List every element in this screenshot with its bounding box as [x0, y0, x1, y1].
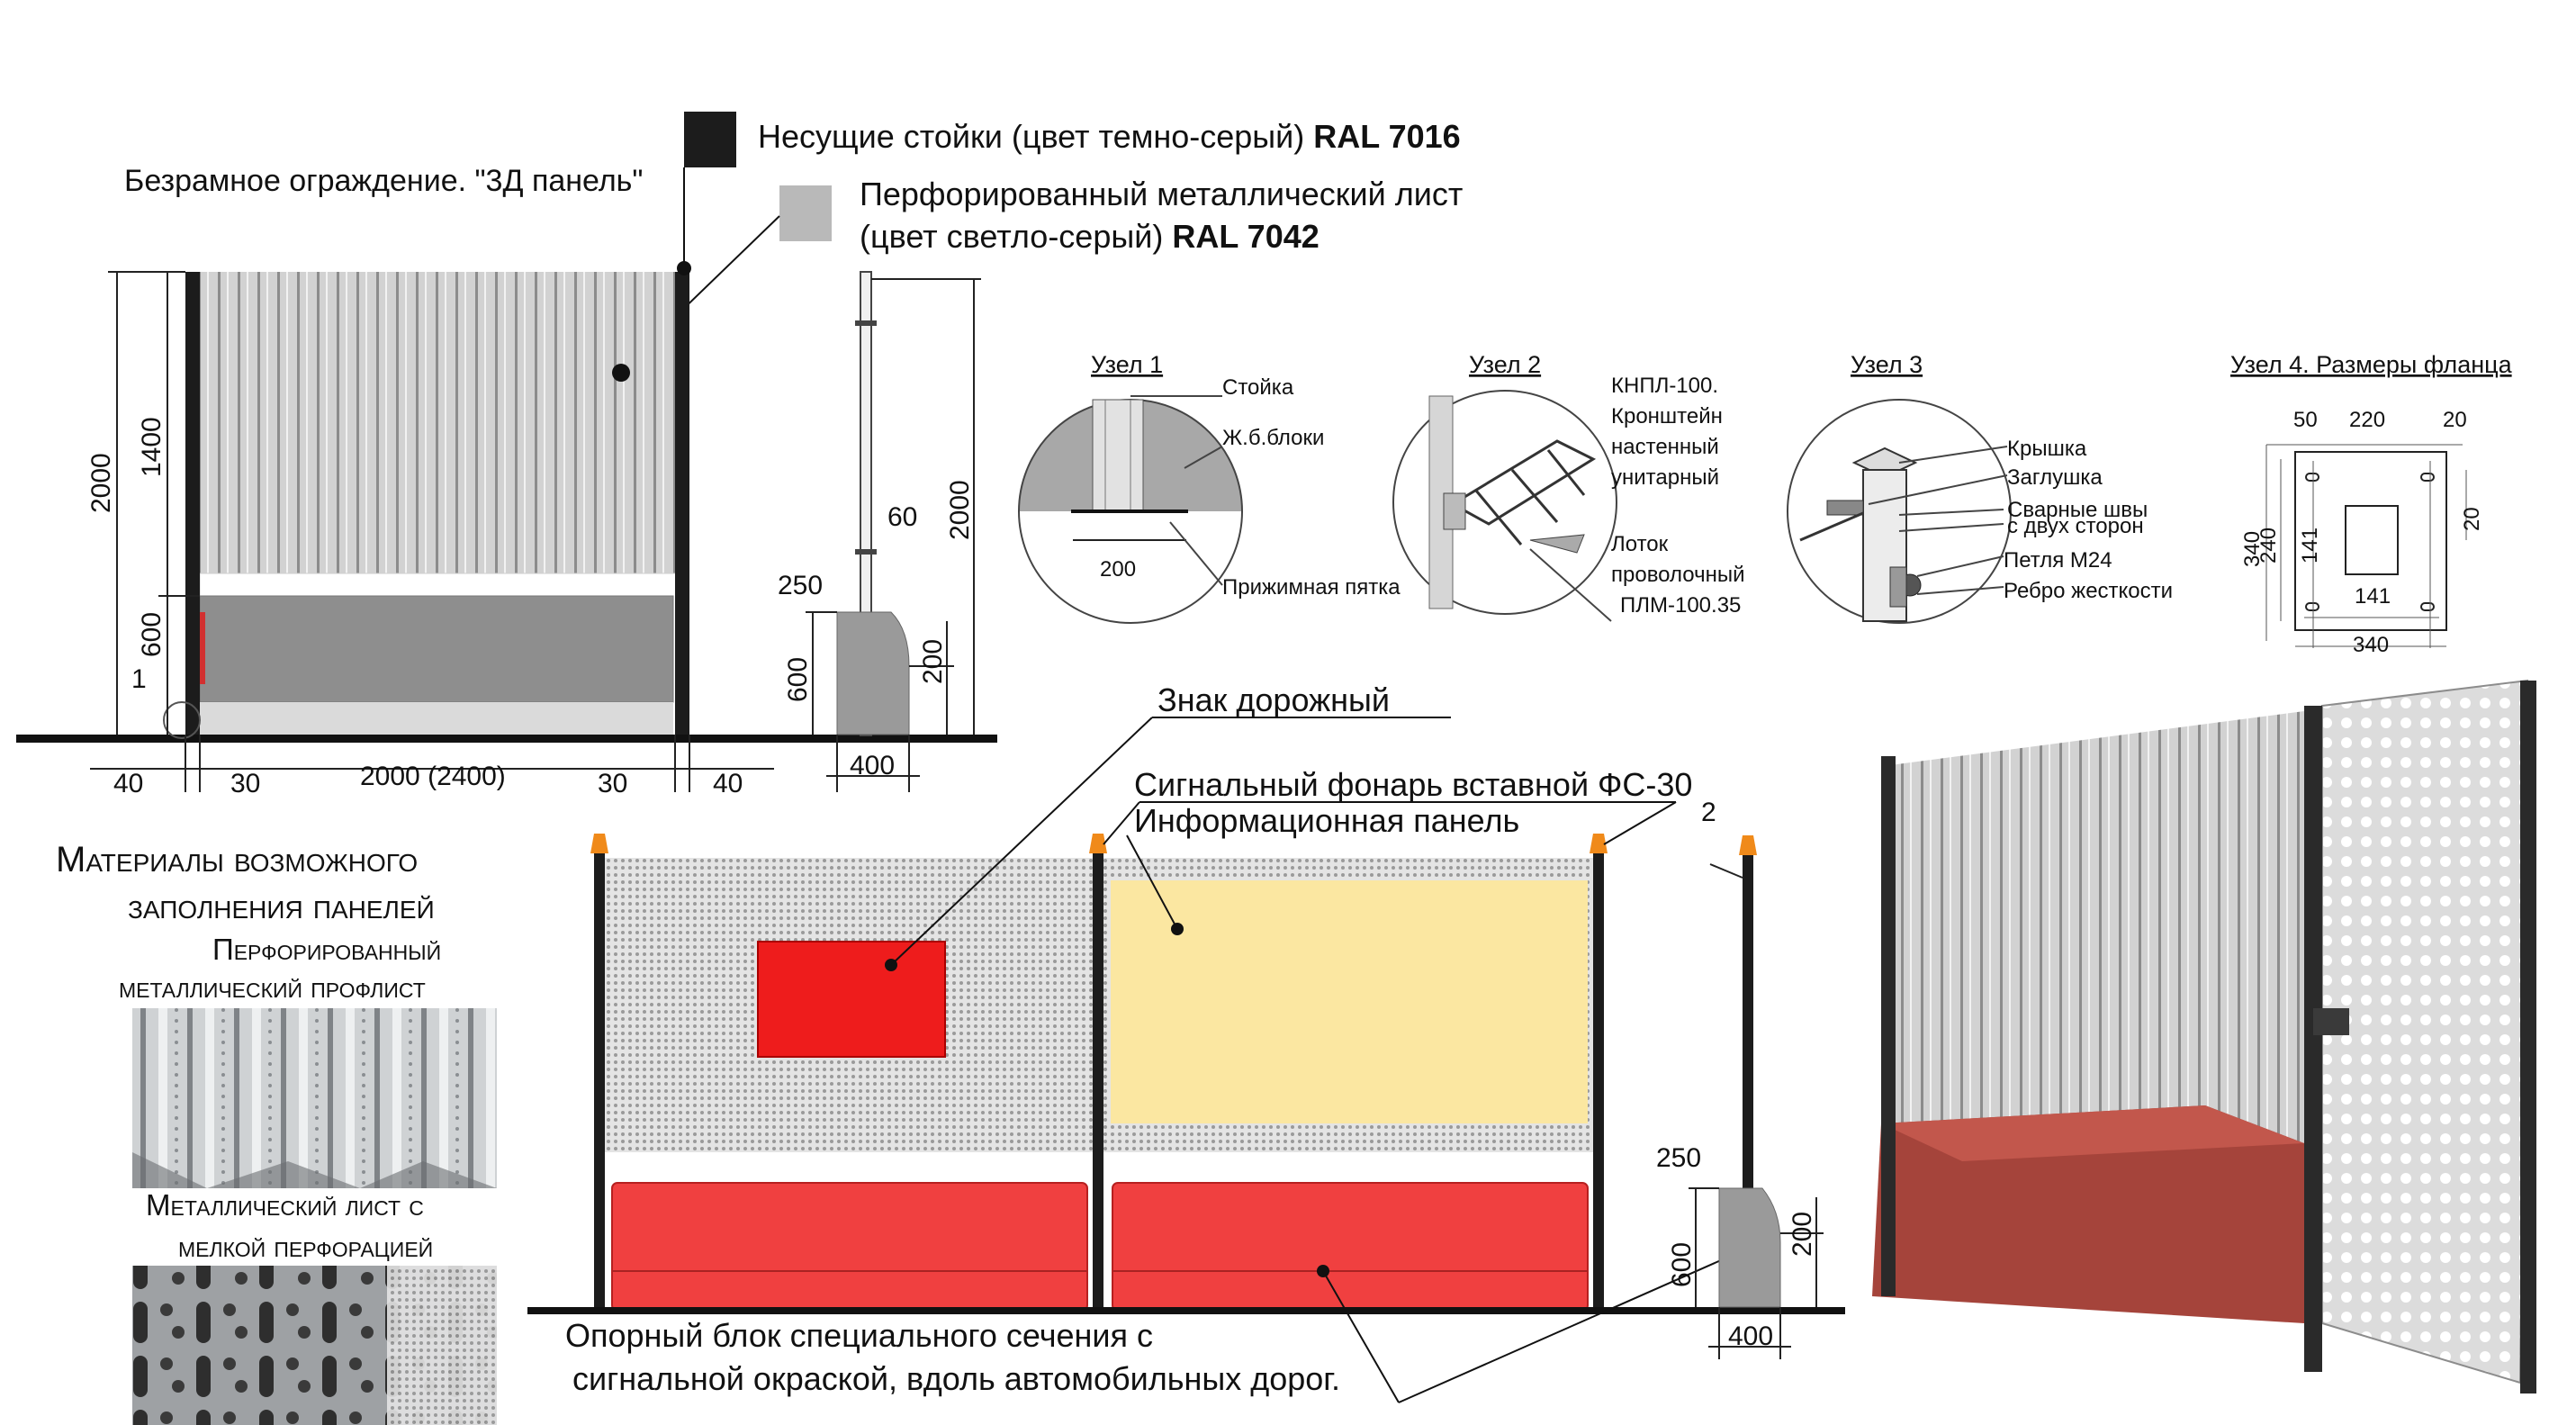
- svg-text:настенный: настенный: [1611, 435, 1719, 459]
- svg-text:200: 200: [1100, 557, 1136, 582]
- dim-w40-left: 40: [113, 769, 143, 798]
- svg-text:Заглушка: Заглушка: [2007, 465, 2103, 490]
- materials-heading-2: заполнения панелей: [128, 887, 435, 926]
- road-post-3: [1593, 853, 1604, 1311]
- side1-dim-600: 600: [783, 657, 813, 702]
- road-dim-200: 200: [1788, 1212, 1817, 1257]
- svg-text:Узел 1: Узел 1: [1091, 351, 1163, 378]
- road-post-1: [594, 853, 605, 1311]
- svg-text:141: 141: [2298, 528, 2322, 564]
- road-post-2: [1093, 853, 1103, 1311]
- svg-text:Узел 3: Узел 3: [1851, 351, 1923, 378]
- side-section-1: 60 2000 250 600 200 400: [778, 271, 981, 792]
- dim-h-panel: 1400: [137, 417, 167, 477]
- fence-post-right: [675, 272, 689, 735]
- node-3-detail: Узел 3 Крышка Заглушка Сварные швы с дву…: [1787, 351, 2173, 624]
- dim-h-total: 2000: [86, 453, 116, 513]
- dim-h-block: 600: [137, 612, 167, 657]
- side1-dim-2000: 2000: [945, 480, 975, 540]
- node-4-detail: Узел 4. Размеры фланца 50 220 20 340 240…: [2230, 351, 2513, 657]
- svg-text:проволочный: проволочный: [1611, 563, 1745, 587]
- material-1-line-2: металлический профлист: [119, 970, 426, 1004]
- svg-text:Петля М24: Петля М24: [2004, 548, 2112, 573]
- side1-dim-400: 400: [850, 751, 895, 780]
- ground-line: [16, 735, 997, 743]
- dim-w30-right: 30: [598, 769, 627, 798]
- legend-light-swatch: [779, 185, 832, 241]
- road-dim-250: 250: [1656, 1143, 1701, 1173]
- legend-dark-swatch: [684, 112, 736, 167]
- svg-text:20: 20: [2443, 408, 2467, 432]
- svg-text:Узел 4. Размеры фланца: Узел 4. Размеры фланца: [2230, 351, 2513, 378]
- side1-dim-250: 250: [778, 571, 823, 600]
- road-info-label: Информационная панель: [1134, 802, 1519, 839]
- road-dim-400: 400: [1728, 1321, 1773, 1351]
- material-1-line-1: Перфорированный: [212, 933, 441, 966]
- material-2-line-2: мелкой перфорацией: [178, 1230, 433, 1263]
- svg-text:КНПЛ-100.: КНПЛ-100.: [1611, 374, 1718, 398]
- material-1-photo: [132, 1008, 497, 1188]
- materials-section: Материалы возможного заполнения панелей …: [56, 840, 497, 1425]
- dim-span: 2000 (2400): [360, 762, 506, 791]
- svg-text:20: 20: [2460, 507, 2484, 531]
- svg-text:с двух сторон: с двух сторон: [2007, 514, 2144, 538]
- dim-w30-left: 30: [230, 769, 260, 798]
- road-block-left: [611, 1182, 1088, 1312]
- svg-text:Стойка: Стойка: [1222, 375, 1294, 400]
- node-1-detail: Узел 1 200 Стойка Ж.б.блоки Прижимная пя…: [1018, 351, 1401, 624]
- svg-text:Сварные швы: Сварные швы: [2007, 498, 2148, 522]
- svg-text:340: 340: [2240, 531, 2265, 567]
- material-2-line-1: Металлический лист с: [146, 1188, 424, 1222]
- fence-post-left: [185, 272, 200, 735]
- svg-text:340: 340: [2353, 633, 2389, 657]
- legend-posts-label: Несущие стойки (цвет темно-серый) RAL 70…: [758, 118, 1461, 155]
- svg-text:141: 141: [2355, 584, 2391, 609]
- legend-sheet-label: Перфорированный металлический лист: [860, 176, 1463, 212]
- node-1-marker: [163, 701, 201, 739]
- road-fence: [527, 834, 1845, 1314]
- road-sign: [757, 941, 946, 1058]
- legend-sheet-label-2: (цвет светло-серый) RAL 7042: [860, 218, 1320, 255]
- fence-perforated-panel: [200, 272, 679, 573]
- svg-text:унитарный: унитарный: [1611, 465, 1719, 490]
- svg-text:220: 220: [2349, 408, 2385, 432]
- svg-text:Лоток: Лоток: [1611, 532, 1669, 556]
- fence-concrete-block: [199, 595, 674, 703]
- svg-text:Узел 2: Узел 2: [1469, 351, 1541, 378]
- road-dim-600: 600: [1667, 1242, 1697, 1287]
- road-lamp-label: Сигнальный фонарь вставной ФС-30: [1134, 766, 1692, 803]
- road-block-right: [1112, 1182, 1589, 1312]
- svg-text:Крышка: Крышка: [2007, 437, 2087, 461]
- svg-text:Прижимная пятка: Прижимная пятка: [1222, 575, 1401, 600]
- road-node-2: 2: [1701, 798, 1716, 827]
- road-info-panel: [1111, 880, 1588, 1123]
- road-sign-label: Знак дорожный: [1157, 681, 1390, 718]
- road-support-line-1: Опорный блок специального сечения с: [565, 1317, 1153, 1354]
- materials-heading-1: Материалы возможного: [56, 840, 418, 879]
- svg-text:Кронштейн: Кронштейн: [1611, 404, 1723, 428]
- fence-3d-render: [1872, 679, 2536, 1393]
- node-2-detail: Узел 2 КНПЛ-100. Кронштейн настенный уни…: [1392, 351, 1745, 622]
- fence-title: Безрамное ограждение. "3Д панель": [124, 164, 643, 198]
- svg-text:Ребро жесткости: Ребро жесткости: [2004, 579, 2173, 603]
- road-support-line-2: сигнальной окраской, вдоль автомобильных…: [572, 1360, 1340, 1397]
- svg-text:Ж.б.блоки: Ж.б.блоки: [1222, 426, 1324, 450]
- side1-dim-200: 200: [918, 639, 948, 684]
- svg-text:240: 240: [2256, 528, 2281, 564]
- dim-w40-right: 40: [713, 769, 743, 798]
- dim-node-1: 1: [131, 664, 147, 694]
- side1-dim-60: 60: [887, 502, 917, 532]
- svg-text:50: 50: [2293, 408, 2318, 432]
- side-section-2: 2 250 600 200 400: [1656, 798, 1824, 1359]
- svg-text:ПЛМ-100.35: ПЛМ-100.35: [1620, 593, 1741, 618]
